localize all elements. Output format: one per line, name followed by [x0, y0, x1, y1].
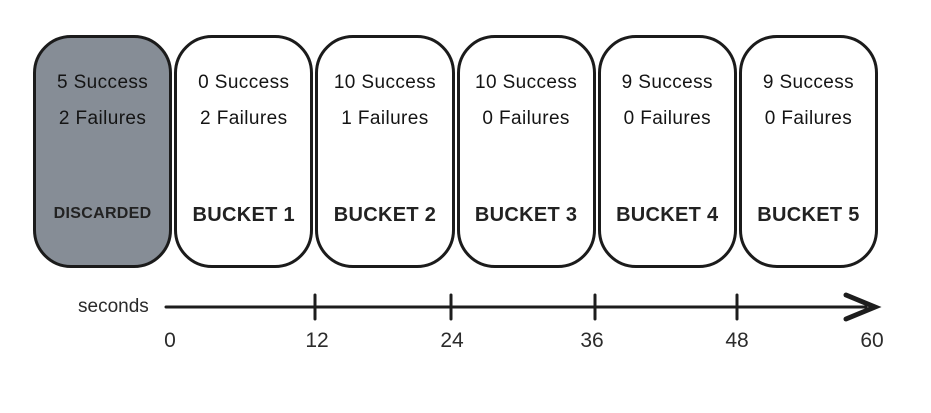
- bucket-1: 0 Success 2 Failures BUCKET 1: [174, 35, 314, 268]
- success-count: 10 Success: [474, 72, 578, 93]
- success-count: 9 Success: [621, 72, 713, 93]
- failure-count: 1 Failures: [341, 108, 429, 129]
- success-count: 9 Success: [762, 72, 855, 93]
- failure-count: 0 Failures: [764, 108, 853, 129]
- axis-tick-labels: 0 12 24 36 48 60: [0, 329, 931, 355]
- axis-unit-label: seconds: [78, 296, 149, 317]
- bucket-row: 5 Success 2 Failures DISCARDED 0 Success…: [33, 35, 879, 268]
- time-axis-arrow: [164, 292, 882, 322]
- bucket-5: 9 Success 0 Failures BUCKET 5: [738, 35, 879, 268]
- axis-tick-label: 24: [440, 329, 464, 352]
- axis-arrowhead: [843, 292, 882, 322]
- axis-tick-label: 0: [164, 329, 176, 352]
- bucket-discarded: 5 Success 2 Failures DISCARDED: [33, 35, 173, 268]
- axis-tick-label: 12: [305, 329, 329, 352]
- failure-count: 0 Failures: [623, 108, 711, 129]
- failure-count: 2 Failures: [58, 108, 147, 129]
- axis-tick-label: 48: [725, 329, 749, 352]
- success-count: 10 Success: [333, 72, 437, 93]
- bucket-label: BUCKET 3: [474, 204, 578, 226]
- bucket-2: 10 Success 1 Failures BUCKET 2: [315, 35, 455, 268]
- success-count: 0 Success: [198, 72, 290, 93]
- failure-count: 2 Failures: [200, 108, 288, 129]
- bucket-label: BUCKET 2: [333, 204, 437, 226]
- success-count: 5 Success: [56, 72, 149, 93]
- axis-tick-label: 60: [860, 329, 884, 352]
- bucket-4: 9 Success 0 Failures BUCKET 4: [597, 35, 737, 268]
- axis-tick-label: 36: [580, 329, 604, 352]
- bucket-3: 10 Success 0 Failures BUCKET 3: [456, 35, 596, 268]
- failure-count: 0 Failures: [482, 108, 570, 129]
- bucket-label: BUCKET 4: [616, 204, 719, 226]
- bucket-label: DISCARDED: [53, 205, 152, 222]
- bucket-label: BUCKET 5: [757, 204, 860, 226]
- bucket-label: BUCKET 1: [192, 204, 295, 226]
